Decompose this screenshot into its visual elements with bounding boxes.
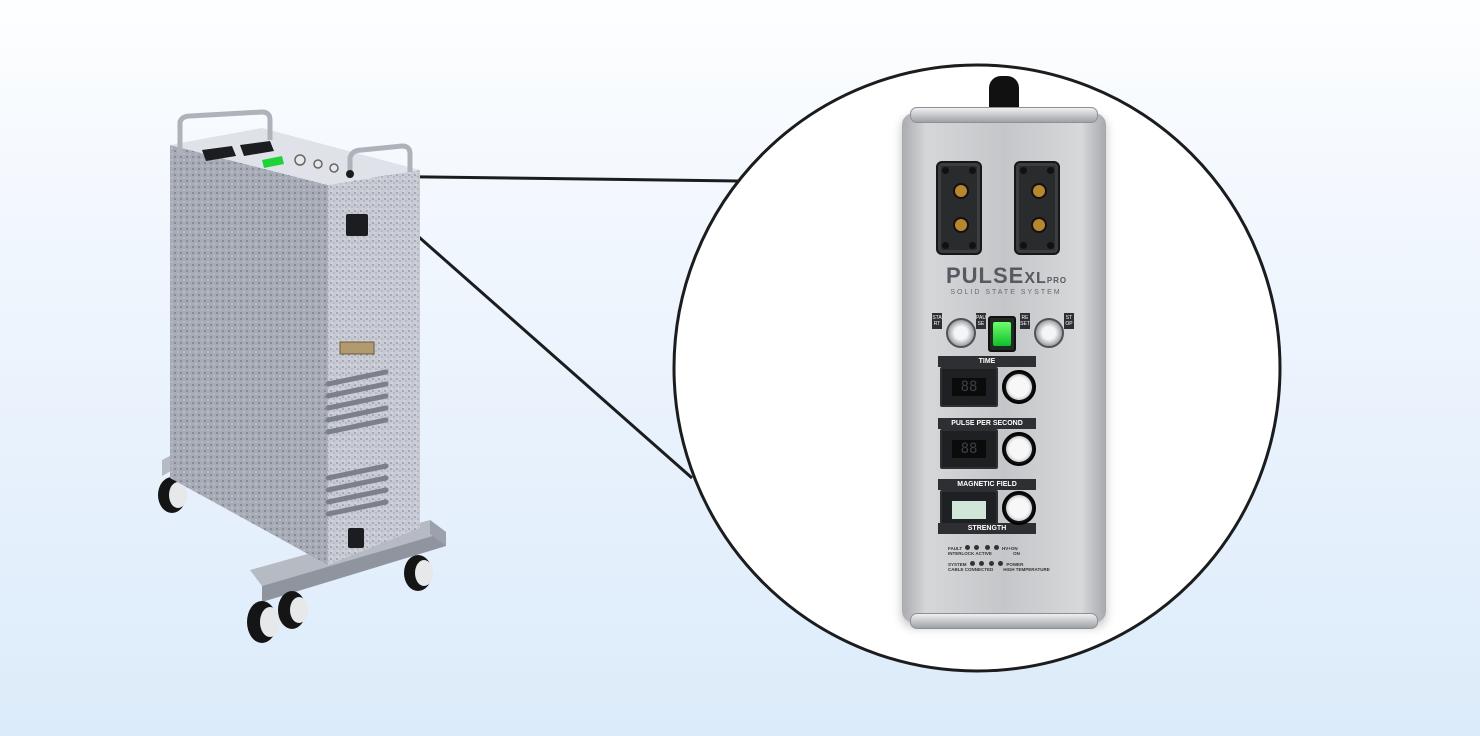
time-label: TIME bbox=[938, 356, 1036, 367]
led-label-system: SYSTEM bbox=[948, 562, 967, 567]
field-label: MAGNETIC FIELD bbox=[938, 479, 1036, 490]
indicator-row-1: FAULT HV+ON INTERLOCK ACTIVE ON bbox=[948, 545, 1058, 556]
wheel-bottom-front bbox=[247, 601, 280, 643]
led-label-hightemp: HIGH TEMPERATURE bbox=[1003, 567, 1050, 572]
brand-name: PULSE bbox=[946, 263, 1025, 288]
indicator-row-2: SYSTEM POWER CABLE CONNECTED HIGH TEMPER… bbox=[948, 561, 1058, 572]
time-knob[interactable] bbox=[1002, 370, 1036, 404]
side-power-switch bbox=[348, 528, 364, 548]
led-label-power: POWER bbox=[1006, 562, 1024, 567]
led-label-fault: FAULT bbox=[948, 546, 963, 551]
field-sublabel: STRENGTH bbox=[938, 523, 1036, 534]
brand-suffix: XL bbox=[1024, 270, 1047, 287]
field-strength-knob[interactable] bbox=[1002, 491, 1036, 525]
pps-label: PULSE PER SECOND bbox=[938, 418, 1036, 429]
reset-label: RESET bbox=[1020, 313, 1030, 329]
led-label-cable: CABLE CONNECTED bbox=[948, 567, 994, 572]
pause-label: PAUSE bbox=[976, 313, 986, 329]
cabinet bbox=[170, 128, 420, 565]
led-label-interlock: INTERLOCK ACTIVE bbox=[948, 551, 992, 556]
vent-upper bbox=[325, 369, 389, 435]
power-toggle-switch[interactable] bbox=[988, 316, 1016, 352]
wheel-right-front bbox=[404, 555, 433, 591]
handle-right bbox=[347, 143, 413, 178]
brand-model: PRO bbox=[1046, 276, 1068, 285]
handle-left bbox=[177, 109, 273, 155]
panel-top-rail bbox=[910, 107, 1098, 123]
side-nameplate bbox=[339, 341, 375, 355]
time-readout: 88 bbox=[952, 378, 986, 396]
brand-subtitle: SOLID STATE SYSTEM bbox=[950, 289, 1062, 296]
start-label: START bbox=[932, 313, 942, 329]
stop-label: STOP bbox=[1064, 313, 1074, 329]
led-label-on: ON bbox=[1013, 551, 1020, 556]
led-label-hvon: HV+ON bbox=[1001, 546, 1018, 551]
output-socket-right[interactable] bbox=[1014, 161, 1060, 255]
brand-logo: PULSEXLPRO SOLID STATE SYSTEM bbox=[946, 263, 1066, 296]
control-panel: PULSEXLPRO SOLID STATE SYSTEM START PAUS… bbox=[902, 107, 1106, 629]
pps-readout: 88 bbox=[952, 440, 986, 458]
wheel-left-front bbox=[158, 477, 187, 513]
panel-bottom-rail bbox=[910, 613, 1098, 629]
reset-stop-button[interactable] bbox=[1034, 318, 1064, 348]
output-socket-left[interactable] bbox=[936, 161, 982, 255]
power-indicator-lens bbox=[993, 322, 1011, 346]
pps-knob[interactable] bbox=[1002, 432, 1036, 466]
vent-lower bbox=[325, 463, 389, 517]
time-display: 88 bbox=[940, 367, 998, 407]
top-panel-details bbox=[202, 141, 354, 178]
start-pause-button[interactable] bbox=[946, 318, 976, 348]
side-power-inlet bbox=[346, 214, 368, 236]
led-fault bbox=[965, 545, 971, 550]
wheel-rear bbox=[278, 591, 308, 629]
pps-display: 88 bbox=[940, 429, 998, 469]
